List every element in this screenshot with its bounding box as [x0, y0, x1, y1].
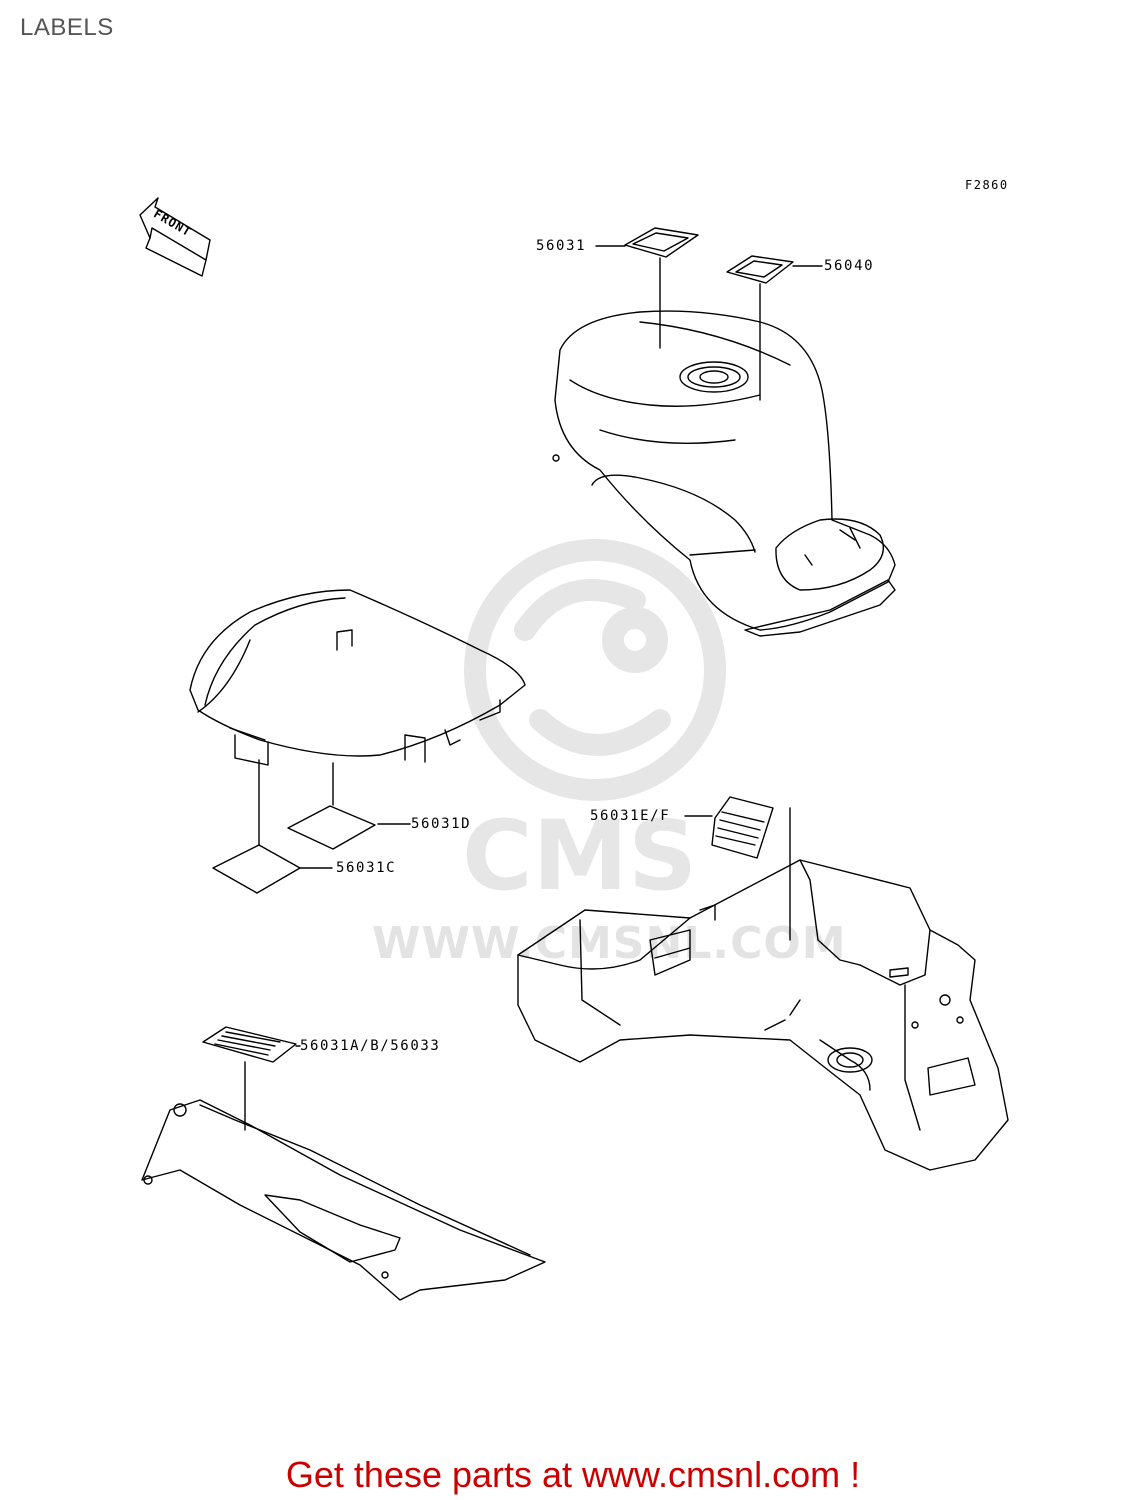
chain-guard [141, 1099, 546, 1301]
parts-diagram [139, 197, 1009, 1301]
label-56031-sticker [624, 227, 699, 258]
part-number-56031c[interactable]: 56031C [336, 860, 397, 876]
part-number-56031d[interactable]: 56031D [411, 816, 472, 832]
part-number-56031e-f[interactable]: 56031E/F [590, 808, 671, 824]
page-title: LABELS [20, 14, 114, 41]
fuel-tank [552, 310, 896, 637]
part-number-56040[interactable]: 56040 [824, 258, 875, 274]
figure-code: F2860 [965, 178, 1009, 192]
part-number-56031[interactable]: 56031 [536, 238, 587, 254]
watermark-url: WWW.CMSNL.COM [372, 918, 847, 969]
watermark-brand: CMS [462, 800, 698, 912]
cta-link[interactable]: Get these parts at www.cmsnl.com ! [285, 1454, 861, 1495]
seat-cover [189, 589, 526, 766]
part-number-56031a-b-56033[interactable]: 56031A/B/56033 [300, 1038, 441, 1054]
front-arrow-icon [139, 197, 211, 277]
rear-fender [517, 859, 1009, 1171]
